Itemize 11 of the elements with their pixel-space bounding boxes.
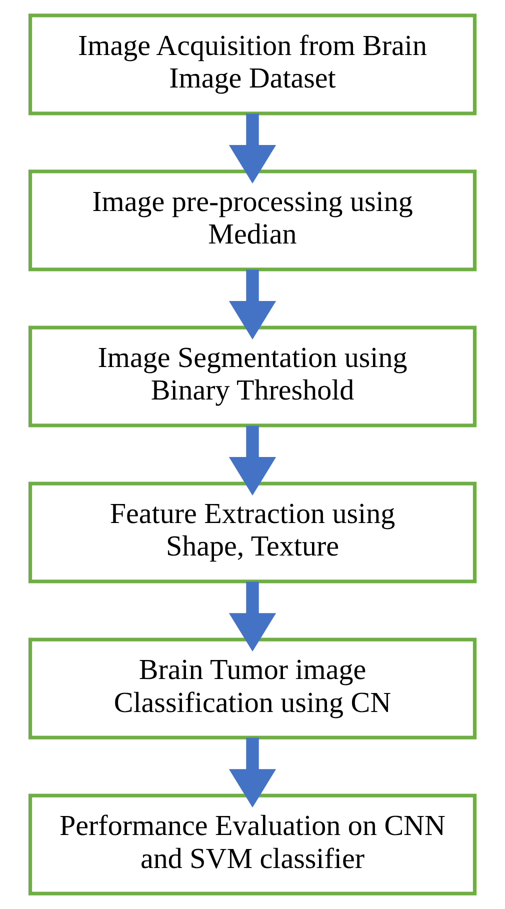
arrow [228,582,276,652]
arrow [228,738,276,808]
arrow [228,114,276,184]
node-box: Performance Evaluation on CNN and SVM classifier [28,794,477,896]
node-box: Image Acquisition from Brain Image Dataset [28,14,477,116]
arrow [228,426,276,496]
node-box: Image pre-processing using Median [28,170,477,272]
node-box: Brain Tumor image Classification using CN [28,638,477,740]
node-box: Feature Extraction using Shape, Texture [28,482,477,584]
arrow [228,270,276,340]
node-box: Image Segmentation using Binary Threshold [28,326,477,428]
